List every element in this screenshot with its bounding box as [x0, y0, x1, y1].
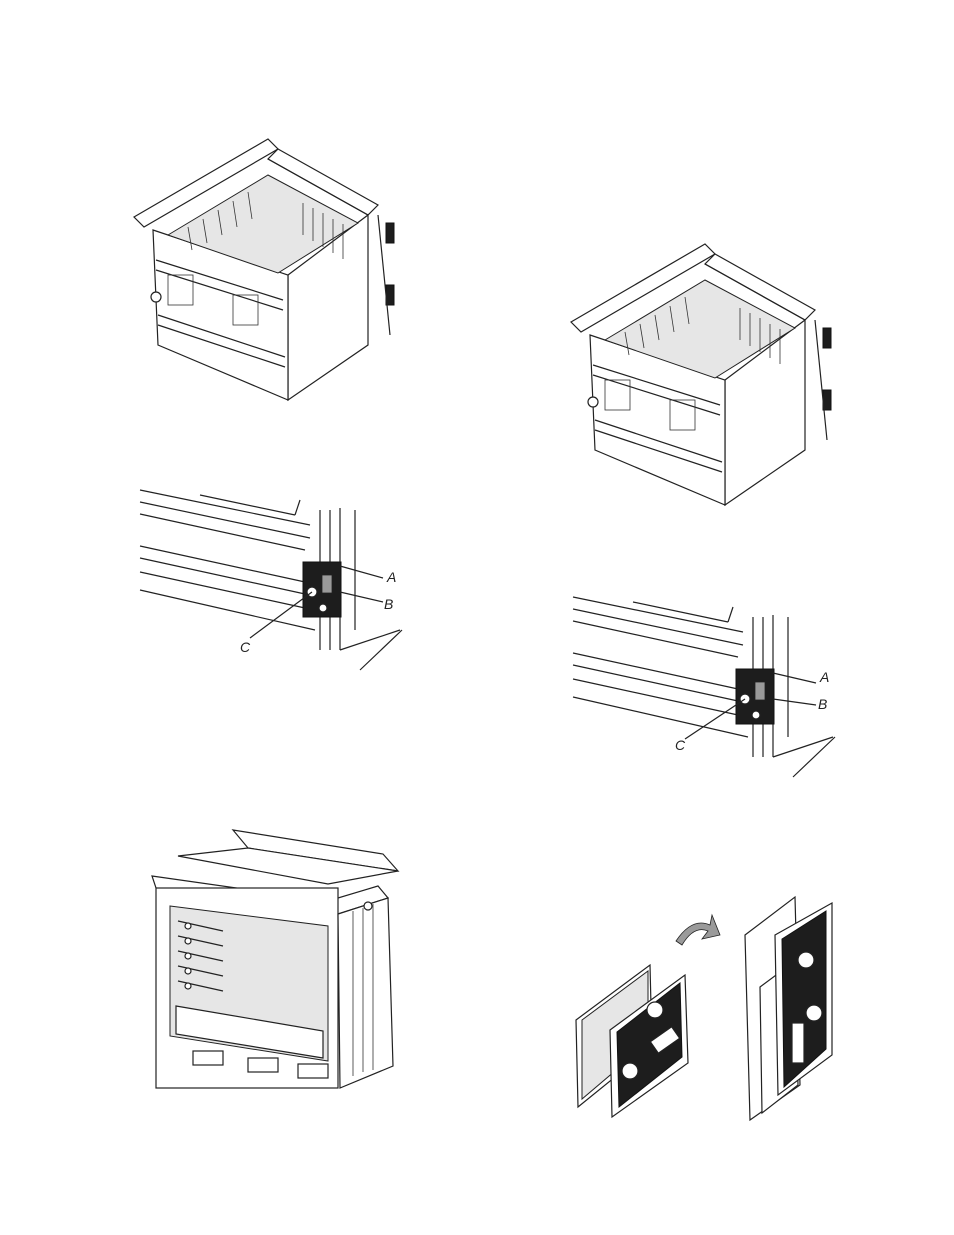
label-a: A	[387, 569, 397, 585]
bracket-detail-illustration-1: A B C	[139, 480, 410, 671]
cabinet-illustration-2	[565, 240, 845, 510]
label-c: C	[240, 639, 251, 655]
oven-illustration	[148, 826, 408, 1091]
bracket-detail-illustration-2: A B C	[572, 587, 843, 778]
label-b: B	[384, 596, 394, 612]
arrow-icon	[675, 913, 721, 946]
panel-separation-illustration	[570, 895, 840, 1122]
label-b: B	[818, 696, 828, 712]
cabinet-illustration-1	[128, 135, 408, 405]
label-a: A	[820, 669, 830, 685]
label-c: C	[675, 737, 686, 753]
